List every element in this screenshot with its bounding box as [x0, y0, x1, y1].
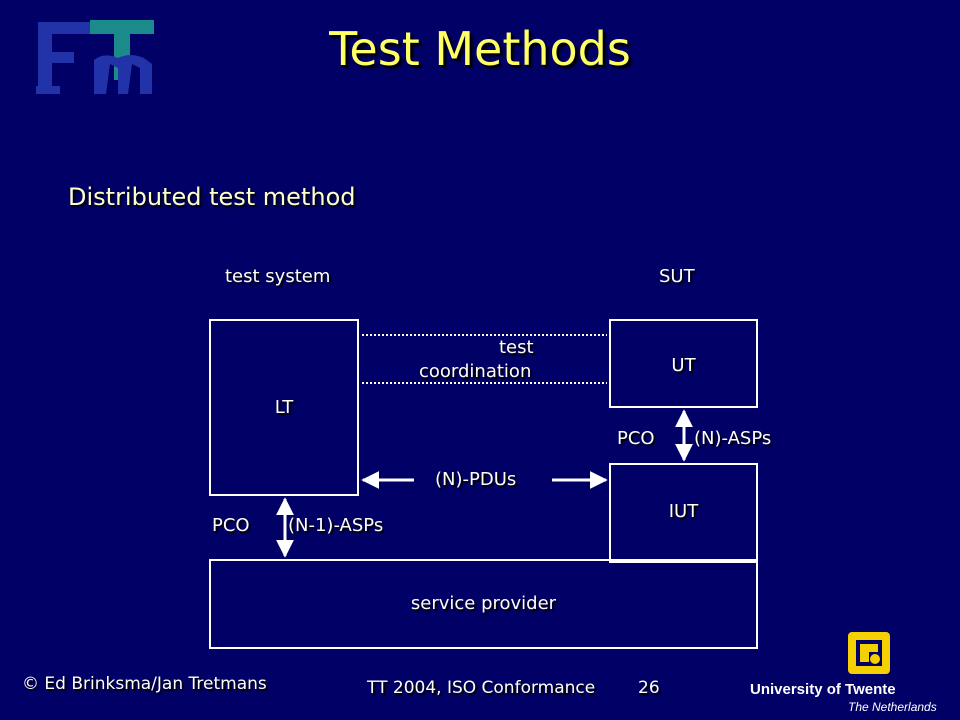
university-country: The Netherlands	[848, 700, 937, 714]
n-asps-label: (N)-ASPs	[694, 428, 772, 449]
test-coordination-label-line1: test	[499, 337, 534, 358]
lt-label: LT	[274, 397, 294, 418]
iut-box: IUT	[609, 463, 758, 563]
test-system-label: test system	[225, 266, 331, 287]
footer-course: TT 2004, ISO Conformance	[367, 678, 596, 698]
service-provider-label: service provider	[410, 593, 557, 614]
n1-asps-label: (N-1)-ASPs	[288, 515, 384, 536]
service-provider-box: service provider	[209, 559, 758, 649]
ut-label: UT	[671, 355, 696, 376]
upper-pco-label: PCO	[617, 428, 655, 449]
iut-label: IUT	[668, 501, 699, 522]
university-name: University of Twente	[750, 681, 896, 698]
ut-box: UT	[609, 319, 758, 408]
test-coordination-label-line2: coordination	[419, 361, 532, 382]
sut-label: SUT	[659, 266, 695, 287]
n-pdus-label: (N)-PDUs	[435, 469, 517, 490]
slide-subtitle: Distributed test method	[68, 183, 356, 211]
slide-title: Test Methods	[329, 22, 631, 76]
lower-pco-label: PCO	[212, 515, 250, 536]
lt-box: LT	[209, 319, 359, 496]
footer-page-number: 26	[638, 678, 660, 698]
fm-logo	[36, 20, 154, 94]
footer-author: © Ed Brinksma/Jan Tretmans	[22, 674, 267, 694]
university-twente-logo-icon	[848, 632, 890, 674]
